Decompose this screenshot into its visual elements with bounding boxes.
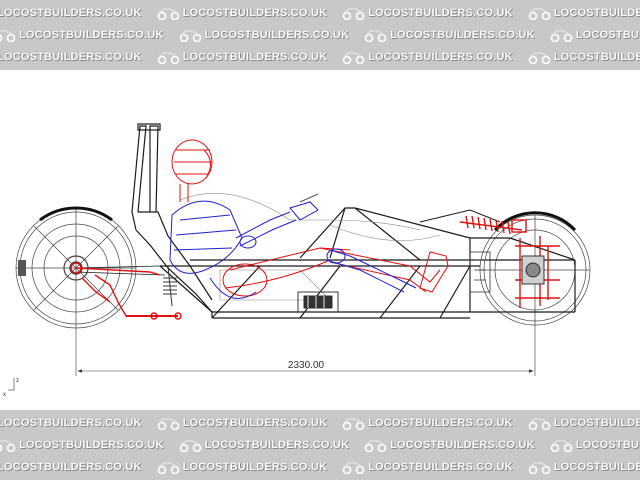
watermark-logo: LOCOSTBUILDERS.CO.UK <box>0 2 142 24</box>
watermark-text: LOCOSTBUILDERS.CO.UK <box>368 417 513 429</box>
watermark-text: LOCOSTBUILDERS.CO.UK <box>575 439 640 451</box>
buggy-logo-icon <box>528 462 550 474</box>
rear-shock <box>163 265 177 307</box>
chassis-frame <box>75 123 576 319</box>
rear-wheel <box>15 206 137 329</box>
watermark-text: LOCOSTBUILDERS.CO.UK <box>19 439 164 451</box>
watermark-text: LOCOSTBUILDERS.CO.UK <box>19 29 164 41</box>
buggy-logo-icon <box>157 462 179 474</box>
buggy-logo-icon <box>364 440 387 452</box>
overall-length-dimension: 2330.00 <box>75 325 536 376</box>
buggy-logo-icon <box>0 440 16 452</box>
watermark-text: LOCOSTBUILDERS.CO.UK <box>204 29 350 41</box>
buggy-logo-icon <box>550 30 572 42</box>
watermark-band-bottom: LOCOSTBUILDERS.CO.UK LOCOSTBUILDERS.CO.UK… <box>0 410 640 480</box>
watermark-text: LOCOSTBUILDERS.CO.UK <box>0 51 142 63</box>
buggy-logo-icon <box>528 8 550 20</box>
driver-figure-red <box>171 139 449 297</box>
buggy-logo-icon <box>342 418 365 430</box>
watermark-text: LOCOSTBUILDERS.CO.UK <box>0 461 142 473</box>
watermark-text: LOCOSTBUILDERS.CO.UK <box>390 439 535 451</box>
watermark-logo: LOCOSTBUILDERS.CO.UK <box>363 434 535 456</box>
watermark-logo: LOCOSTBUILDERS.CO.UK <box>341 456 513 478</box>
buggy-logo-icon <box>342 52 365 64</box>
axis-z-label: z <box>16 378 19 384</box>
buggy-logo-icon <box>157 52 179 64</box>
watermark-text: LOCOSTBUILDERS.CO.UK <box>182 51 328 63</box>
watermark-text: LOCOSTBUILDERS.CO.UK <box>204 439 350 451</box>
watermark-text: LOCOSTBUILDERS.CO.UK <box>368 51 513 63</box>
watermark-row: LOCOSTBUILDERS.CO.UK LOCOSTBUILDERS.CO.UK… <box>0 412 640 434</box>
front-hub <box>521 255 545 285</box>
axis-x-label: x <box>3 392 6 398</box>
watermark-text: LOCOSTBUILDERS.CO.UK <box>553 461 640 473</box>
watermark-logo: LOCOSTBUILDERS.CO.UK <box>0 412 142 434</box>
buggy-logo-icon <box>528 418 550 430</box>
watermark-logo: LOCOSTBUILDERS.CO.UK <box>549 434 640 456</box>
pedal-box <box>469 251 491 293</box>
watermark-text: LOCOSTBUILDERS.CO.UK <box>390 29 535 41</box>
watermark-logo: LOCOSTBUILDERS.CO.UK <box>341 46 513 68</box>
buggy-logo-icon <box>550 440 572 452</box>
watermark-logo: LOCOSTBUILDERS.CO.UK <box>156 2 328 24</box>
engine <box>297 291 339 313</box>
watermark-logo: LOCOSTBUILDERS.CO.UK <box>156 412 328 434</box>
watermark-logo: LOCOSTBUILDERS.CO.UK <box>0 434 164 456</box>
watermark-text: LOCOSTBUILDERS.CO.UK <box>182 7 328 19</box>
driver-figure-blue <box>169 193 417 299</box>
watermark-row: LOCOSTBUILDERS.CO.UK LOCOSTBUILDERS.CO.UK… <box>0 434 640 456</box>
axis-indicator: z x <box>3 378 19 398</box>
buggy-logo-icon <box>179 440 201 452</box>
watermark-text: LOCOSTBUILDERS.CO.UK <box>0 417 142 429</box>
watermark-logo: LOCOSTBUILDERS.CO.UK <box>527 46 640 68</box>
watermark-logo: LOCOSTBUILDERS.CO.UK <box>178 434 350 456</box>
watermark-text: LOCOSTBUILDERS.CO.UK <box>182 417 328 429</box>
buggy-logo-icon <box>157 8 179 20</box>
watermark-logo: LOCOSTBUILDERS.CO.UK <box>156 456 328 478</box>
buggy-logo-icon <box>179 30 201 42</box>
buggy-logo-icon <box>342 8 365 20</box>
cad-drawing-area: 2330.00 z x <box>0 70 640 410</box>
watermark-row: LOCOSTBUILDERS.CO.UK LOCOSTBUILDERS.CO.UK… <box>0 2 640 24</box>
watermark-text: LOCOSTBUILDERS.CO.UK <box>553 7 640 19</box>
watermark-row: LOCOSTBUILDERS.CO.UK LOCOSTBUILDERS.CO.UK… <box>0 456 640 478</box>
buggy-logo-icon <box>0 30 16 42</box>
watermark-text: LOCOSTBUILDERS.CO.UK <box>368 461 513 473</box>
watermark-logo: LOCOSTBUILDERS.CO.UK <box>178 24 350 46</box>
watermark-logo: LOCOSTBUILDERS.CO.UK <box>0 46 142 68</box>
buggy-logo-icon <box>342 462 365 474</box>
watermark-text: LOCOSTBUILDERS.CO.UK <box>553 417 640 429</box>
watermark-text: LOCOSTBUILDERS.CO.UK <box>368 7 513 19</box>
front-shock-spring <box>459 215 527 235</box>
watermark-logo: LOCOSTBUILDERS.CO.UK <box>363 24 535 46</box>
watermark-logo: LOCOSTBUILDERS.CO.UK <box>527 456 640 478</box>
watermark-row: LOCOSTBUILDERS.CO.UK LOCOSTBUILDERS.CO.UK… <box>0 24 640 46</box>
watermark-logo: LOCOSTBUILDERS.CO.UK <box>0 24 164 46</box>
buggy-logo-icon <box>364 30 387 42</box>
watermark-logo: LOCOSTBUILDERS.CO.UK <box>549 24 640 46</box>
trike-side-elevation: 2330.00 z x <box>3 123 591 398</box>
watermark-band-top: LOCOSTBUILDERS.CO.UK LOCOSTBUILDERS.CO.UK… <box>0 0 640 70</box>
rear-suspension <box>70 262 182 320</box>
buggy-logo-icon <box>528 52 550 64</box>
buggy-logo-icon <box>157 418 179 430</box>
watermark-text: LOCOSTBUILDERS.CO.UK <box>0 7 142 19</box>
watermark-row: LOCOSTBUILDERS.CO.UK LOCOSTBUILDERS.CO.UK… <box>0 46 640 68</box>
watermark-text: LOCOSTBUILDERS.CO.UK <box>575 29 640 41</box>
watermark-logo: LOCOSTBUILDERS.CO.UK <box>341 412 513 434</box>
watermark-logo: LOCOSTBUILDERS.CO.UK <box>156 46 328 68</box>
watermark-logo: LOCOSTBUILDERS.CO.UK <box>0 456 142 478</box>
dimension-label: 2330.00 <box>288 360 325 371</box>
watermark-logo: LOCOSTBUILDERS.CO.UK <box>527 412 640 434</box>
watermark-logo: LOCOSTBUILDERS.CO.UK <box>527 2 640 24</box>
watermark-text: LOCOSTBUILDERS.CO.UK <box>553 51 640 63</box>
watermark-logo: LOCOSTBUILDERS.CO.UK <box>341 2 513 24</box>
watermark-text: LOCOSTBUILDERS.CO.UK <box>182 461 328 473</box>
